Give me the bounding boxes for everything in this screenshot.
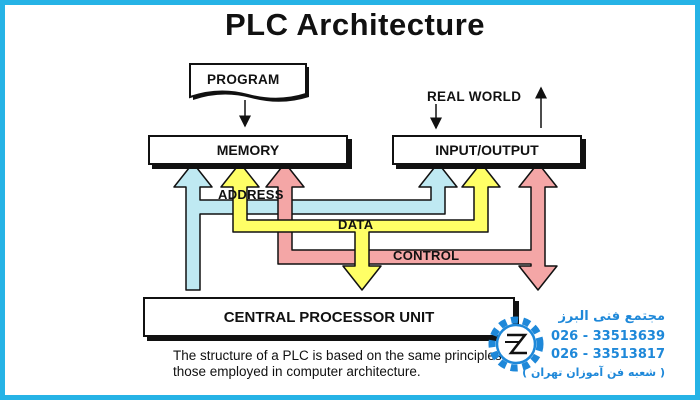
- control-bus: [265, 162, 558, 291]
- watermark-phone-2: 026 - 33513817: [551, 347, 665, 362]
- input-output-box: INPUT/OUTPUT: [392, 135, 582, 165]
- gear-logo-icon: [488, 316, 544, 372]
- memory-box: MEMORY: [148, 135, 348, 165]
- diagram-connectors: [173, 86, 558, 291]
- diagram-title: PLC Architecture: [224, 7, 486, 42]
- real-world-label: REAL WORLD: [427, 89, 522, 104]
- watermark-name: مجتمع فنی البرز: [558, 309, 665, 324]
- watermark-branch: ( شعبه فن آموزان تهران ): [522, 366, 665, 379]
- address-bus-label: ADDRESS: [218, 187, 284, 202]
- data-bus-label: DATA: [338, 217, 374, 232]
- program-shape: [189, 63, 309, 102]
- address-bus: [173, 162, 458, 291]
- program-label: PROGRAM: [207, 72, 280, 87]
- watermark-phone-1: 026 - 33513639: [551, 329, 665, 344]
- control-bus-label: CONTROL: [393, 248, 460, 263]
- data-bus: [220, 162, 501, 291]
- caption-text: The structure of a PLC is based on the s…: [173, 348, 520, 379]
